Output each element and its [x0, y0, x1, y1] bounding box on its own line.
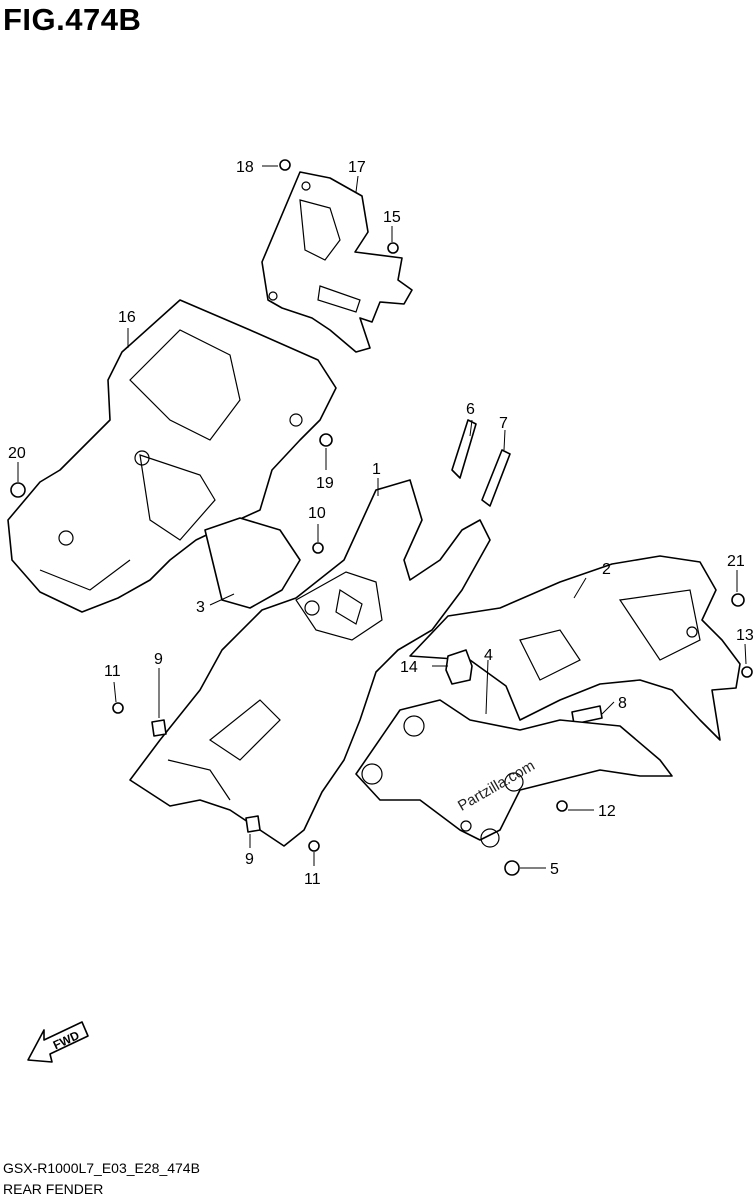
- callout-18: 18: [236, 159, 254, 176]
- callout-labels: 1 2 3 4 5 6 7 8 9 9 10 11 11 12 13 14 15…: [8, 159, 754, 888]
- leader-lines: [17, 165, 747, 869]
- fwd-label: FWD: [51, 1028, 82, 1052]
- callout-14: 14: [400, 659, 418, 676]
- part-17-bracket[interactable]: [261, 171, 413, 353]
- figure-title: FIG.474B: [3, 2, 142, 37]
- callout-20: 20: [8, 445, 26, 462]
- part-19-bolt[interactable]: [319, 433, 333, 447]
- part-4-lower-bracket[interactable]: [355, 699, 673, 848]
- callout-6: 6: [466, 401, 475, 418]
- part-18-bolt[interactable]: [279, 159, 291, 171]
- callout-1: 1: [372, 461, 381, 478]
- callout-11a: 11: [104, 663, 121, 680]
- part-3-cover[interactable]: [204, 517, 301, 609]
- callout-11b: 11: [304, 871, 321, 888]
- part-20-grommet[interactable]: [10, 482, 26, 498]
- part-9b-clip[interactable]: [245, 815, 261, 833]
- callout-9a: 9: [154, 651, 163, 668]
- callout-16: 16: [118, 309, 136, 326]
- callout-19: 19: [316, 475, 334, 492]
- callout-3: 3: [196, 599, 205, 616]
- part-14-block[interactable]: [445, 649, 473, 685]
- callout-4: 4: [484, 647, 493, 664]
- part-21-bolt[interactable]: [731, 593, 745, 607]
- part-10-screw[interactable]: [312, 542, 324, 554]
- part-13-nut[interactable]: [741, 666, 753, 678]
- part-1-fender[interactable]: [129, 479, 491, 847]
- part-16-tray[interactable]: [7, 299, 337, 613]
- callout-21: 21: [727, 553, 745, 570]
- part-12-bolt[interactable]: [556, 800, 568, 812]
- part-11b-screw[interactable]: [308, 840, 320, 852]
- part-5-nut[interactable]: [504, 860, 520, 876]
- callout-10: 10: [308, 505, 326, 522]
- part-7-strip[interactable]: [481, 449, 511, 507]
- part-15-nut[interactable]: [387, 242, 399, 254]
- callout-8: 8: [618, 695, 627, 712]
- part-9a-clip[interactable]: [151, 719, 167, 737]
- callout-13: 13: [736, 627, 754, 644]
- part-8-strip[interactable]: [571, 705, 603, 725]
- callout-2: 2: [602, 561, 611, 578]
- callout-5: 5: [550, 861, 559, 878]
- callout-15: 15: [383, 209, 401, 226]
- footer-code: GSX-R1000L7_E03_E28_474B: [3, 1160, 200, 1176]
- part-6-strip[interactable]: [451, 419, 477, 479]
- callout-17: 17: [348, 159, 366, 176]
- callout-9b: 9: [245, 851, 254, 868]
- callout-7: 7: [499, 415, 508, 432]
- callout-12: 12: [598, 803, 616, 820]
- fwd-arrow-icon: FWD: [27, 1021, 89, 1063]
- part-11a-screw[interactable]: [112, 702, 124, 714]
- part-2-tail-cover[interactable]: [409, 555, 741, 741]
- footer-name: REAR FENDER: [3, 1181, 104, 1197]
